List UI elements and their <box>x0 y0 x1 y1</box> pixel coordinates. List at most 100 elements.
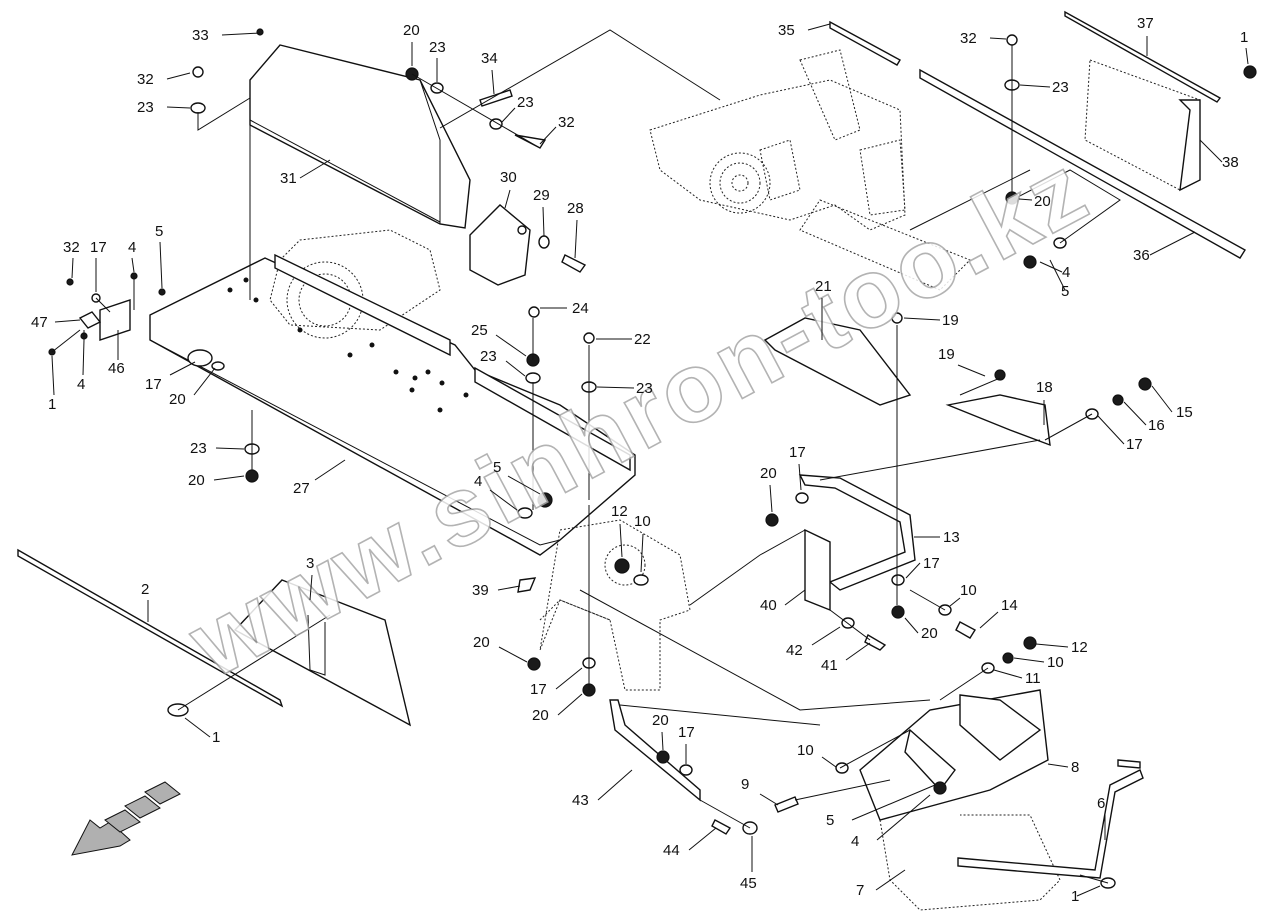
callout-leader-20 <box>557 693 583 716</box>
callout-label-9: 9 <box>741 776 749 793</box>
lower-guard <box>859 689 1144 911</box>
rear-deflector <box>919 10 1246 259</box>
callout-label-23: 23 <box>190 440 207 457</box>
callout-leader-10 <box>640 533 644 573</box>
callout-leader-3 <box>309 574 313 601</box>
callout-leader-1 <box>51 355 55 396</box>
callout-leaders <box>51 23 1249 897</box>
callout-leader-4 <box>131 257 135 273</box>
callout-leader-10 <box>949 597 961 607</box>
plate-21 <box>763 317 912 406</box>
callout-label-29: 29 <box>533 187 550 204</box>
callout-leader-28 <box>574 219 578 259</box>
callout-label-34: 34 <box>481 50 498 67</box>
callout-label-21: 21 <box>815 278 832 295</box>
callout-label-17: 17 <box>530 681 547 698</box>
callout-label-43: 43 <box>572 792 589 809</box>
callout-leader-47 <box>54 319 81 323</box>
center-support-ghost <box>539 519 691 691</box>
callout-leader-43 <box>597 769 633 801</box>
drawing-geometry <box>17 10 1257 911</box>
callout-label-20: 20 <box>652 712 669 729</box>
callout-label-14: 14 <box>1001 597 1018 614</box>
callout-label-12: 12 <box>1071 639 1088 656</box>
callout-label-32: 32 <box>960 30 977 47</box>
callout-leader-19 <box>957 364 986 377</box>
callout-label-17: 17 <box>678 724 695 741</box>
callout-label-36: 36 <box>1133 247 1150 264</box>
callout-leader-33 <box>221 32 261 36</box>
callout-leader-8 <box>1047 763 1069 768</box>
callout-leader-23 <box>215 447 245 450</box>
callout-label-5: 5 <box>155 223 163 240</box>
callout-leader-5 <box>507 475 541 495</box>
callout-leader-15 <box>1151 385 1173 413</box>
callout-leader-23 <box>596 386 635 389</box>
callout-leader-19 <box>903 317 941 321</box>
callout-leader-34 <box>491 69 495 95</box>
callout-label-4: 4 <box>77 376 85 393</box>
callout-label-17: 17 <box>789 444 806 461</box>
callout-label-45: 45 <box>740 875 757 892</box>
direction-arrow <box>71 781 181 856</box>
callout-leader-17 <box>555 667 583 690</box>
callout-leader-20 <box>193 367 216 396</box>
clip-47 <box>78 311 102 329</box>
callout-label-10: 10 <box>1047 654 1064 671</box>
callout-label-20: 20 <box>169 391 186 408</box>
callout-leader-20 <box>769 484 773 513</box>
callout-label-17: 17 <box>923 555 940 572</box>
callout-label-24: 24 <box>572 300 589 317</box>
callout-leader-30 <box>504 189 511 209</box>
rear-frame-ghost <box>649 49 971 291</box>
callout-label-2: 2 <box>141 581 149 598</box>
callout-label-39: 39 <box>472 582 489 599</box>
callout-label-12: 12 <box>611 503 628 520</box>
callout-leader-4 <box>876 794 931 841</box>
callout-leader-31 <box>299 159 331 179</box>
callout-label-17: 17 <box>90 239 107 256</box>
callout-leader-10 <box>821 756 837 768</box>
callout-leader-29 <box>542 206 545 237</box>
callout-leader-5 <box>851 784 936 821</box>
callout-leader-20 <box>904 617 919 634</box>
callout-label-16: 16 <box>1148 417 1165 434</box>
callout-label-23: 23 <box>137 99 154 116</box>
callout-label-20: 20 <box>1034 193 1051 210</box>
callout-label-20: 20 <box>403 22 420 39</box>
callout-label-17: 17 <box>145 376 162 393</box>
callout-label-25: 25 <box>471 322 488 339</box>
callout-label-4: 4 <box>851 833 859 850</box>
callout-leader-20 <box>1018 198 1033 201</box>
callout-label-23: 23 <box>636 380 653 397</box>
callout-leader-20 <box>213 475 245 481</box>
callout-leader-35 <box>807 23 831 31</box>
callout-label-32: 32 <box>63 239 80 256</box>
callout-leader-9 <box>759 793 779 806</box>
callout-label-5: 5 <box>826 812 834 829</box>
callout-leader-44 <box>688 827 717 851</box>
callout-leader-12 <box>619 523 623 558</box>
callout-label-4: 4 <box>128 239 136 256</box>
callout-leader-38 <box>1199 139 1223 163</box>
callout-label-7: 7 <box>856 882 864 899</box>
callout-label-13: 13 <box>943 529 960 546</box>
callout-label-20: 20 <box>760 465 777 482</box>
callout-label-41: 41 <box>821 657 838 674</box>
callout-label-6: 6 <box>1097 795 1105 812</box>
callout-label-23: 23 <box>517 94 534 111</box>
callout-leader-1 <box>1076 885 1101 897</box>
callout-label-19: 19 <box>938 346 955 363</box>
assembly-lines <box>51 29 1121 884</box>
callout-leader-17 <box>905 562 921 579</box>
callout-leader-32 <box>539 126 557 145</box>
callout-label-4: 4 <box>1062 264 1070 281</box>
callout-leader-16 <box>1123 401 1147 426</box>
callout-label-10: 10 <box>960 582 977 599</box>
callout-leader-17 <box>798 463 802 491</box>
callout-label-37: 37 <box>1137 15 1154 32</box>
upper-shield <box>249 44 471 229</box>
callout-label-15: 15 <box>1176 404 1193 421</box>
callout-label-40: 40 <box>760 597 777 614</box>
callout-leader-4 <box>82 339 85 376</box>
